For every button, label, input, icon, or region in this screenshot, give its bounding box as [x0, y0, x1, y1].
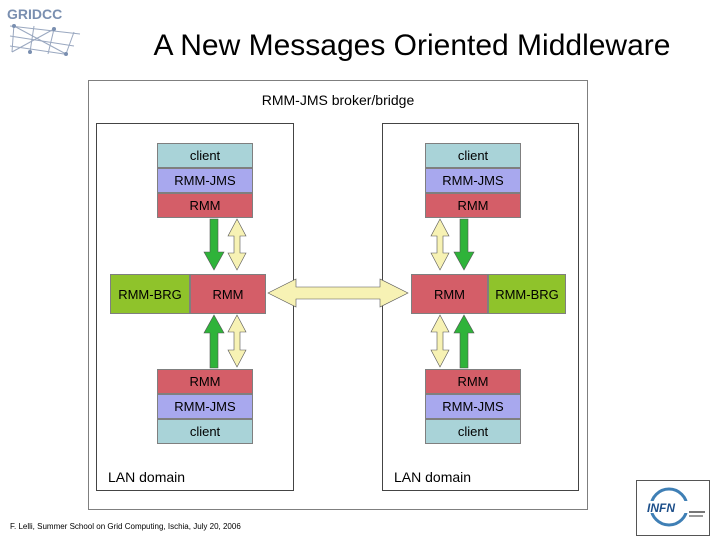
footer-citation: F. Lelli, Summer School on Grid Computin… [10, 522, 241, 531]
green-arrow-icon [453, 314, 475, 369]
double-arrow-icon [227, 314, 247, 368]
left-bottom-rmm-jms: RMM-JMS [157, 394, 253, 419]
logo-text: GRIDCC [7, 6, 63, 22]
left-domain-label: LAN domain [108, 469, 186, 485]
left-bottom-client: client [157, 419, 253, 444]
gridcc-logo [4, 4, 84, 56]
right-top-rmm: RMM [425, 193, 521, 218]
infn-logo-icon: INFN [645, 487, 705, 527]
left-top-rmm: RMM [157, 193, 253, 218]
green-arrow-icon [203, 314, 225, 369]
left-bridge-rmm: RMM [190, 274, 266, 314]
horizontal-double-arrow-icon [267, 278, 409, 308]
right-top-rmm-jms: RMM-JMS [425, 168, 521, 193]
green-arrow-icon [453, 218, 475, 271]
infn-logo: INFN [636, 480, 710, 536]
double-arrow-icon [227, 218, 247, 271]
right-domain-label: LAN domain [394, 469, 472, 485]
right-top-client: client [425, 143, 521, 168]
right-bottom-client: client [425, 419, 521, 444]
svg-text:INFN: INFN [647, 501, 675, 515]
right-rmm-brg: RMM-BRG [488, 274, 566, 314]
right-bottom-rmm: RMM [425, 369, 521, 394]
left-lan-domain [96, 123, 294, 491]
green-arrow-icon [203, 218, 225, 271]
left-top-client: client [157, 143, 253, 168]
right-bottom-rmm-jms: RMM-JMS [425, 394, 521, 419]
left-top-rmm-jms: RMM-JMS [157, 168, 253, 193]
right-lan-domain [382, 123, 579, 491]
double-arrow-icon [430, 314, 450, 368]
double-arrow-icon [430, 218, 450, 271]
left-bottom-rmm: RMM [157, 369, 253, 394]
left-rmm-brg: RMM-BRG [110, 274, 190, 314]
diagram-title: RMM-JMS broker/bridge [261, 92, 415, 108]
grid-icon [9, 23, 81, 56]
slide-title: A New Messages Oriented Middleware [153, 29, 671, 62]
right-bridge-rmm: RMM [411, 274, 488, 314]
